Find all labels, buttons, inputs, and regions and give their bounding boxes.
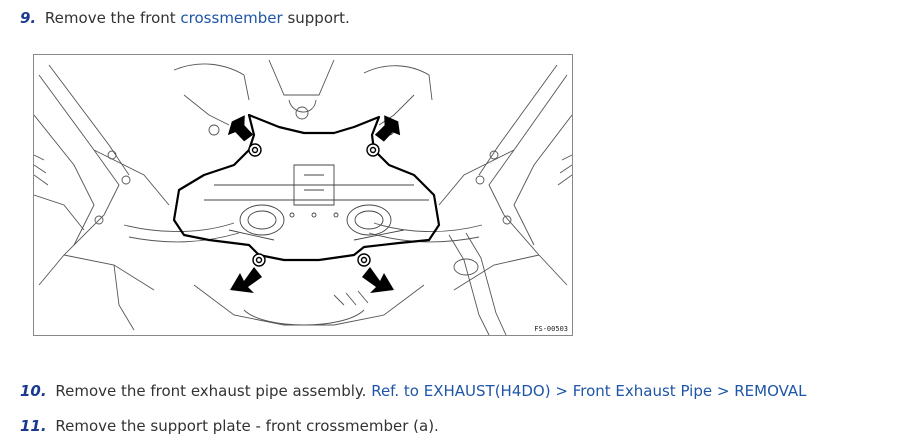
step-number: 10. [20, 382, 47, 400]
black-arrow-icon [227, 115, 254, 142]
black-arrow-icon [362, 267, 394, 293]
crossmember-diagram [34, 59, 572, 335]
step-number: 9. [20, 9, 37, 27]
step-9: 9. Remove the front crossmember support. [20, 8, 350, 28]
step-text: Remove the front exhaust pipe assembly. [55, 382, 367, 400]
step-number: 11. [20, 417, 47, 435]
step-10: 10. Remove the front exhaust pipe assemb… [20, 381, 807, 401]
step-text: Remove the front [44, 9, 176, 27]
front-exhaust-pipe-link[interactable]: Front Exhaust Pipe [572, 382, 713, 400]
breadcrumb-separator: > [716, 382, 730, 400]
figure-code: FS-00503 [533, 325, 569, 333]
bolt-icon [248, 143, 262, 157]
bolt-icon [252, 253, 266, 267]
chassis-lines [34, 59, 572, 335]
crossmember-link[interactable]: crossmember [180, 9, 283, 27]
black-arrow-icon [374, 115, 401, 142]
step-text: support. [287, 9, 350, 27]
exhaust-ref-link[interactable]: Ref. to EXHAUST(H4DO) [371, 382, 551, 400]
crossmember-support-outline [172, 113, 441, 262]
step-11: 11. Remove the support plate - front cro… [20, 416, 439, 436]
crossmember-illustration: FS-00503 [33, 54, 573, 336]
breadcrumb-separator: > [555, 382, 568, 400]
bolt-icon [357, 253, 371, 267]
bolt-icon [366, 143, 380, 157]
step-text: Remove the support plate - front crossme… [55, 417, 439, 435]
removal-link[interactable]: REMOVAL [734, 382, 807, 400]
support-detail [204, 164, 429, 241]
black-arrow-icon [230, 267, 262, 293]
